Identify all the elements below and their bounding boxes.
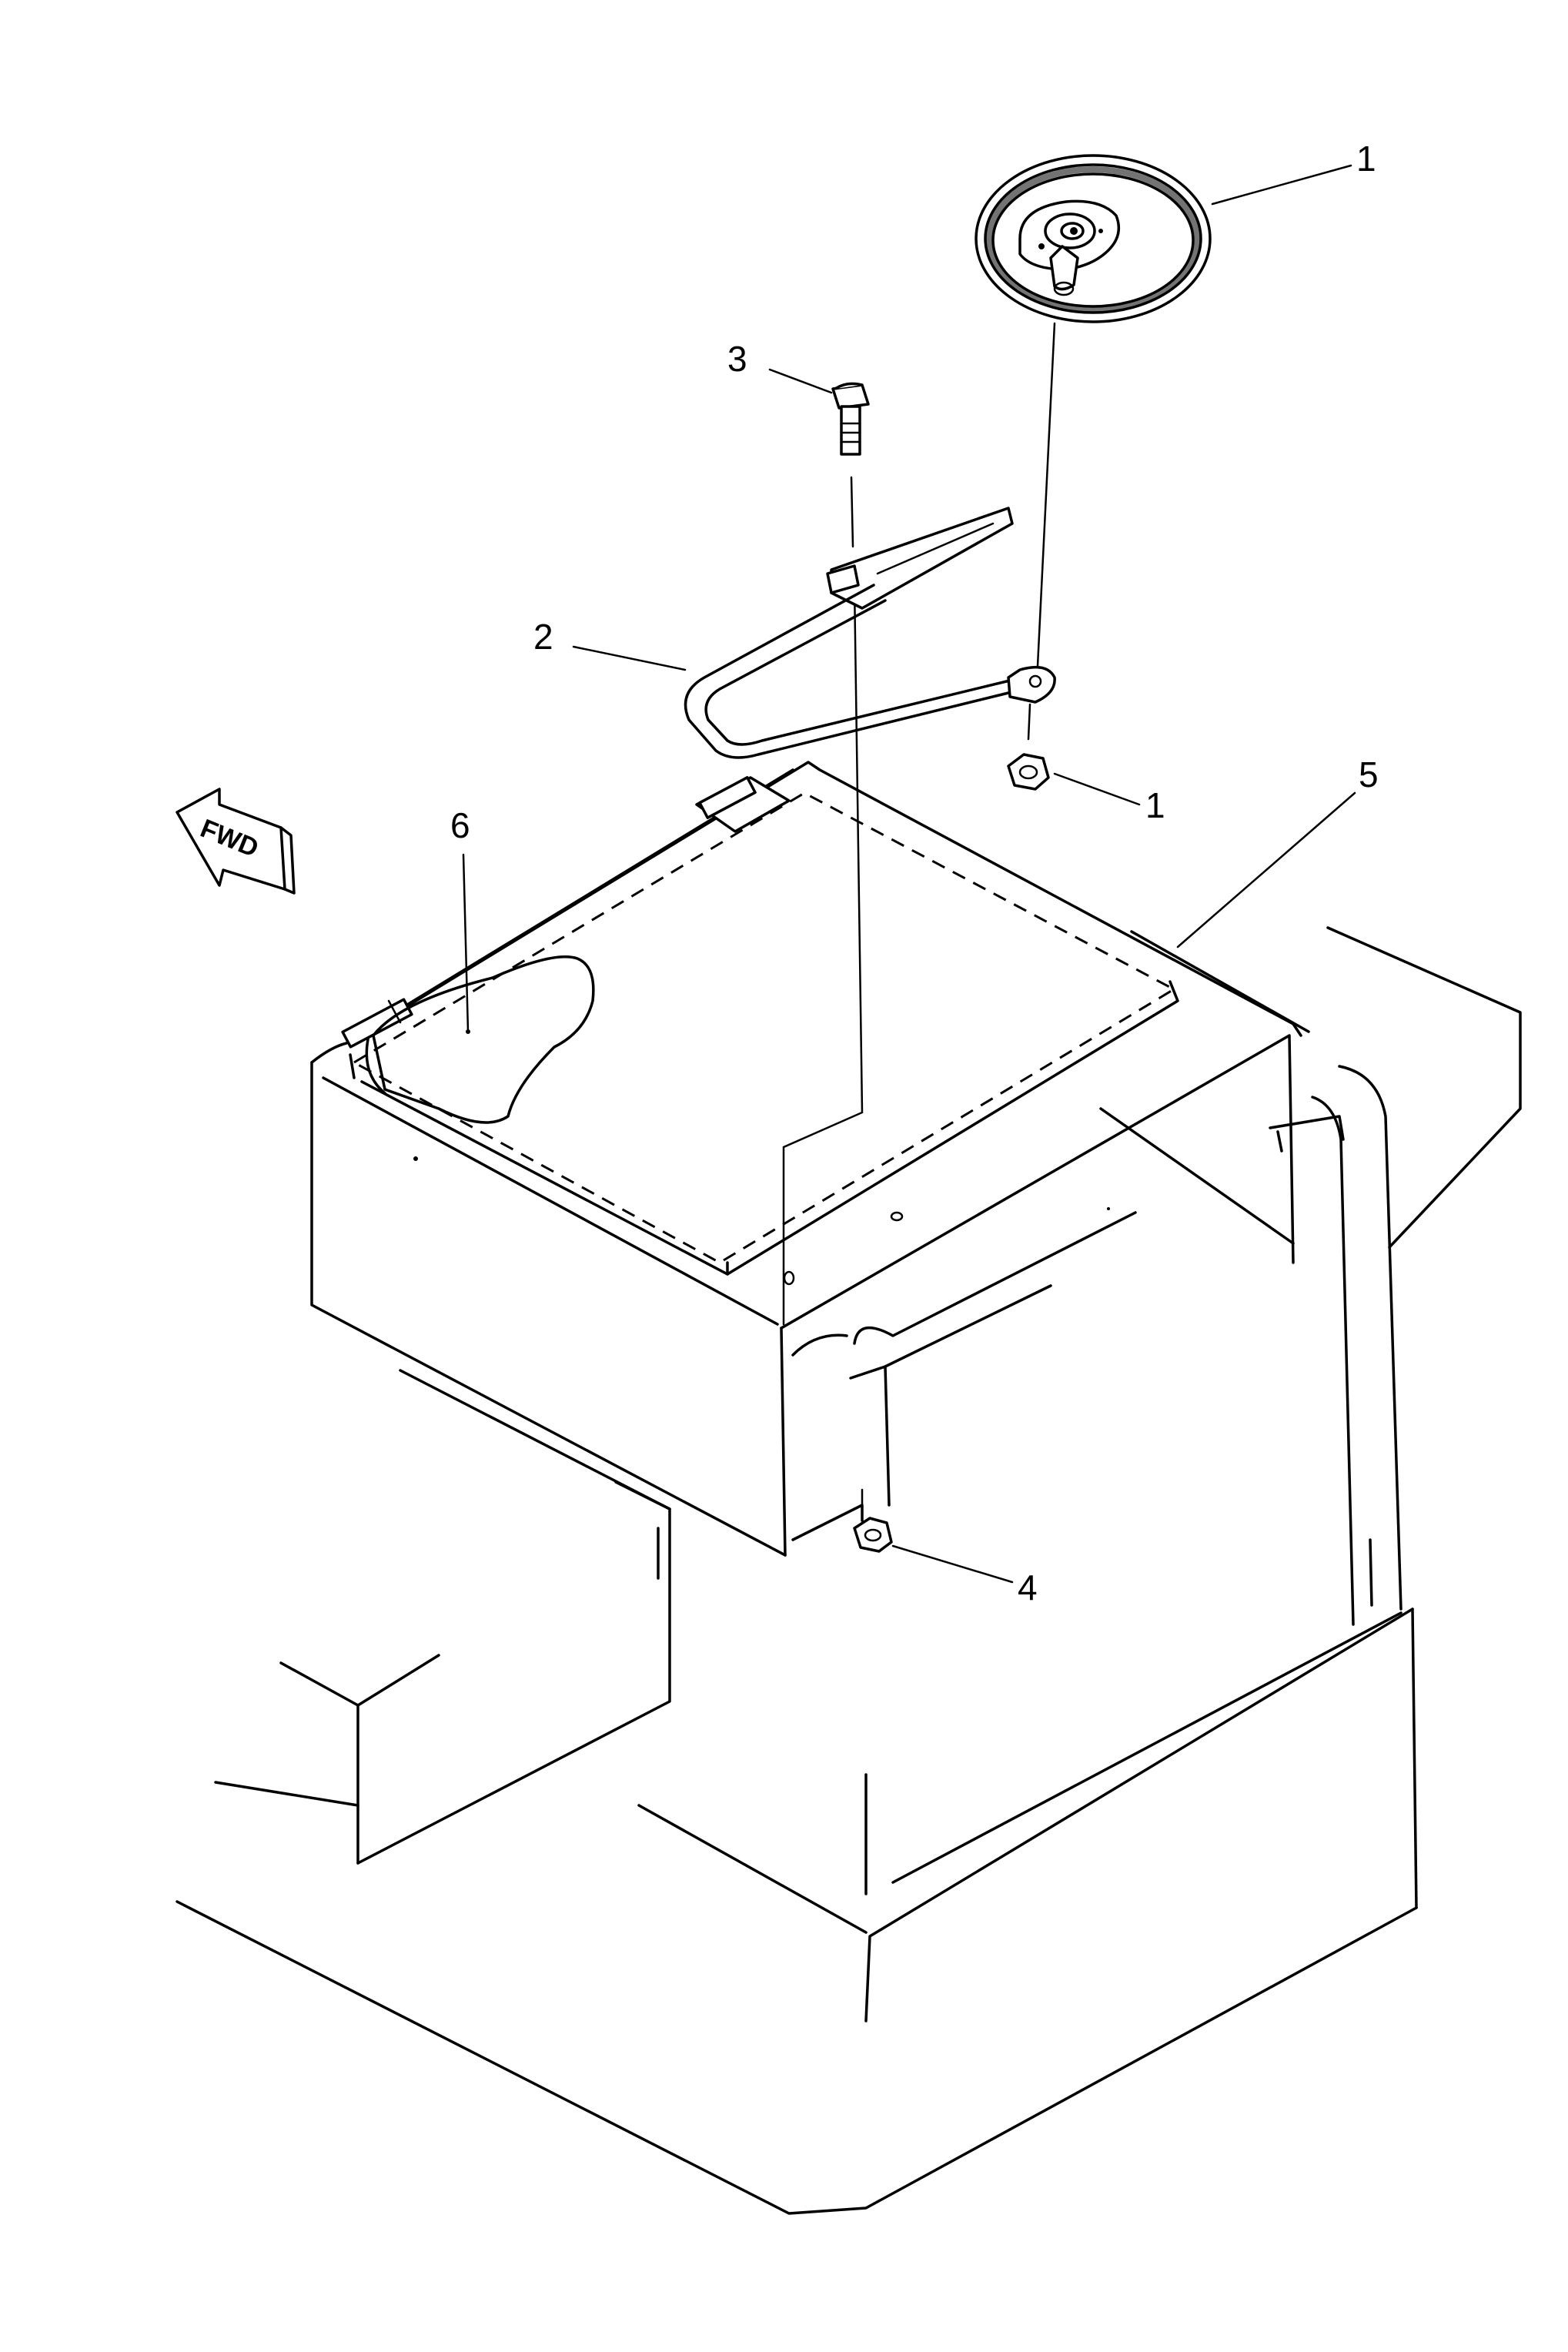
callout-2-stay: 2: [533, 617, 553, 657]
nut-bottom: [853, 1517, 893, 1553]
callout-1-nut: 1: [1145, 785, 1165, 825]
mirror-stay: [684, 507, 1056, 759]
hinge-left: [341, 998, 413, 1049]
machine-body: [176, 926, 1522, 2215]
assembly-line-bolt: [782, 476, 864, 1511]
seat-mat: [365, 955, 595, 1124]
callout-numbers: 1 1 2 3 4 5 6: [450, 139, 1379, 1608]
callout-1-mirror: 1: [1356, 139, 1376, 179]
callout-leaders: [462, 164, 1356, 1584]
seat-box-cover: [310, 761, 1302, 1557]
callout-4-nut: 4: [1018, 1567, 1038, 1608]
bolt: [831, 382, 870, 456]
fwd-direction-arrow: FWD: [176, 788, 296, 895]
callout-6-mat: 6: [450, 805, 470, 845]
callout-5-cover: 5: [1359, 754, 1379, 795]
rear-mirror: [975, 154, 1212, 323]
assembly-line-mirror: [1027, 322, 1056, 741]
nut-top: [1007, 753, 1050, 791]
hinge-right: [695, 776, 791, 833]
callout-3-bolt: 3: [727, 339, 747, 379]
